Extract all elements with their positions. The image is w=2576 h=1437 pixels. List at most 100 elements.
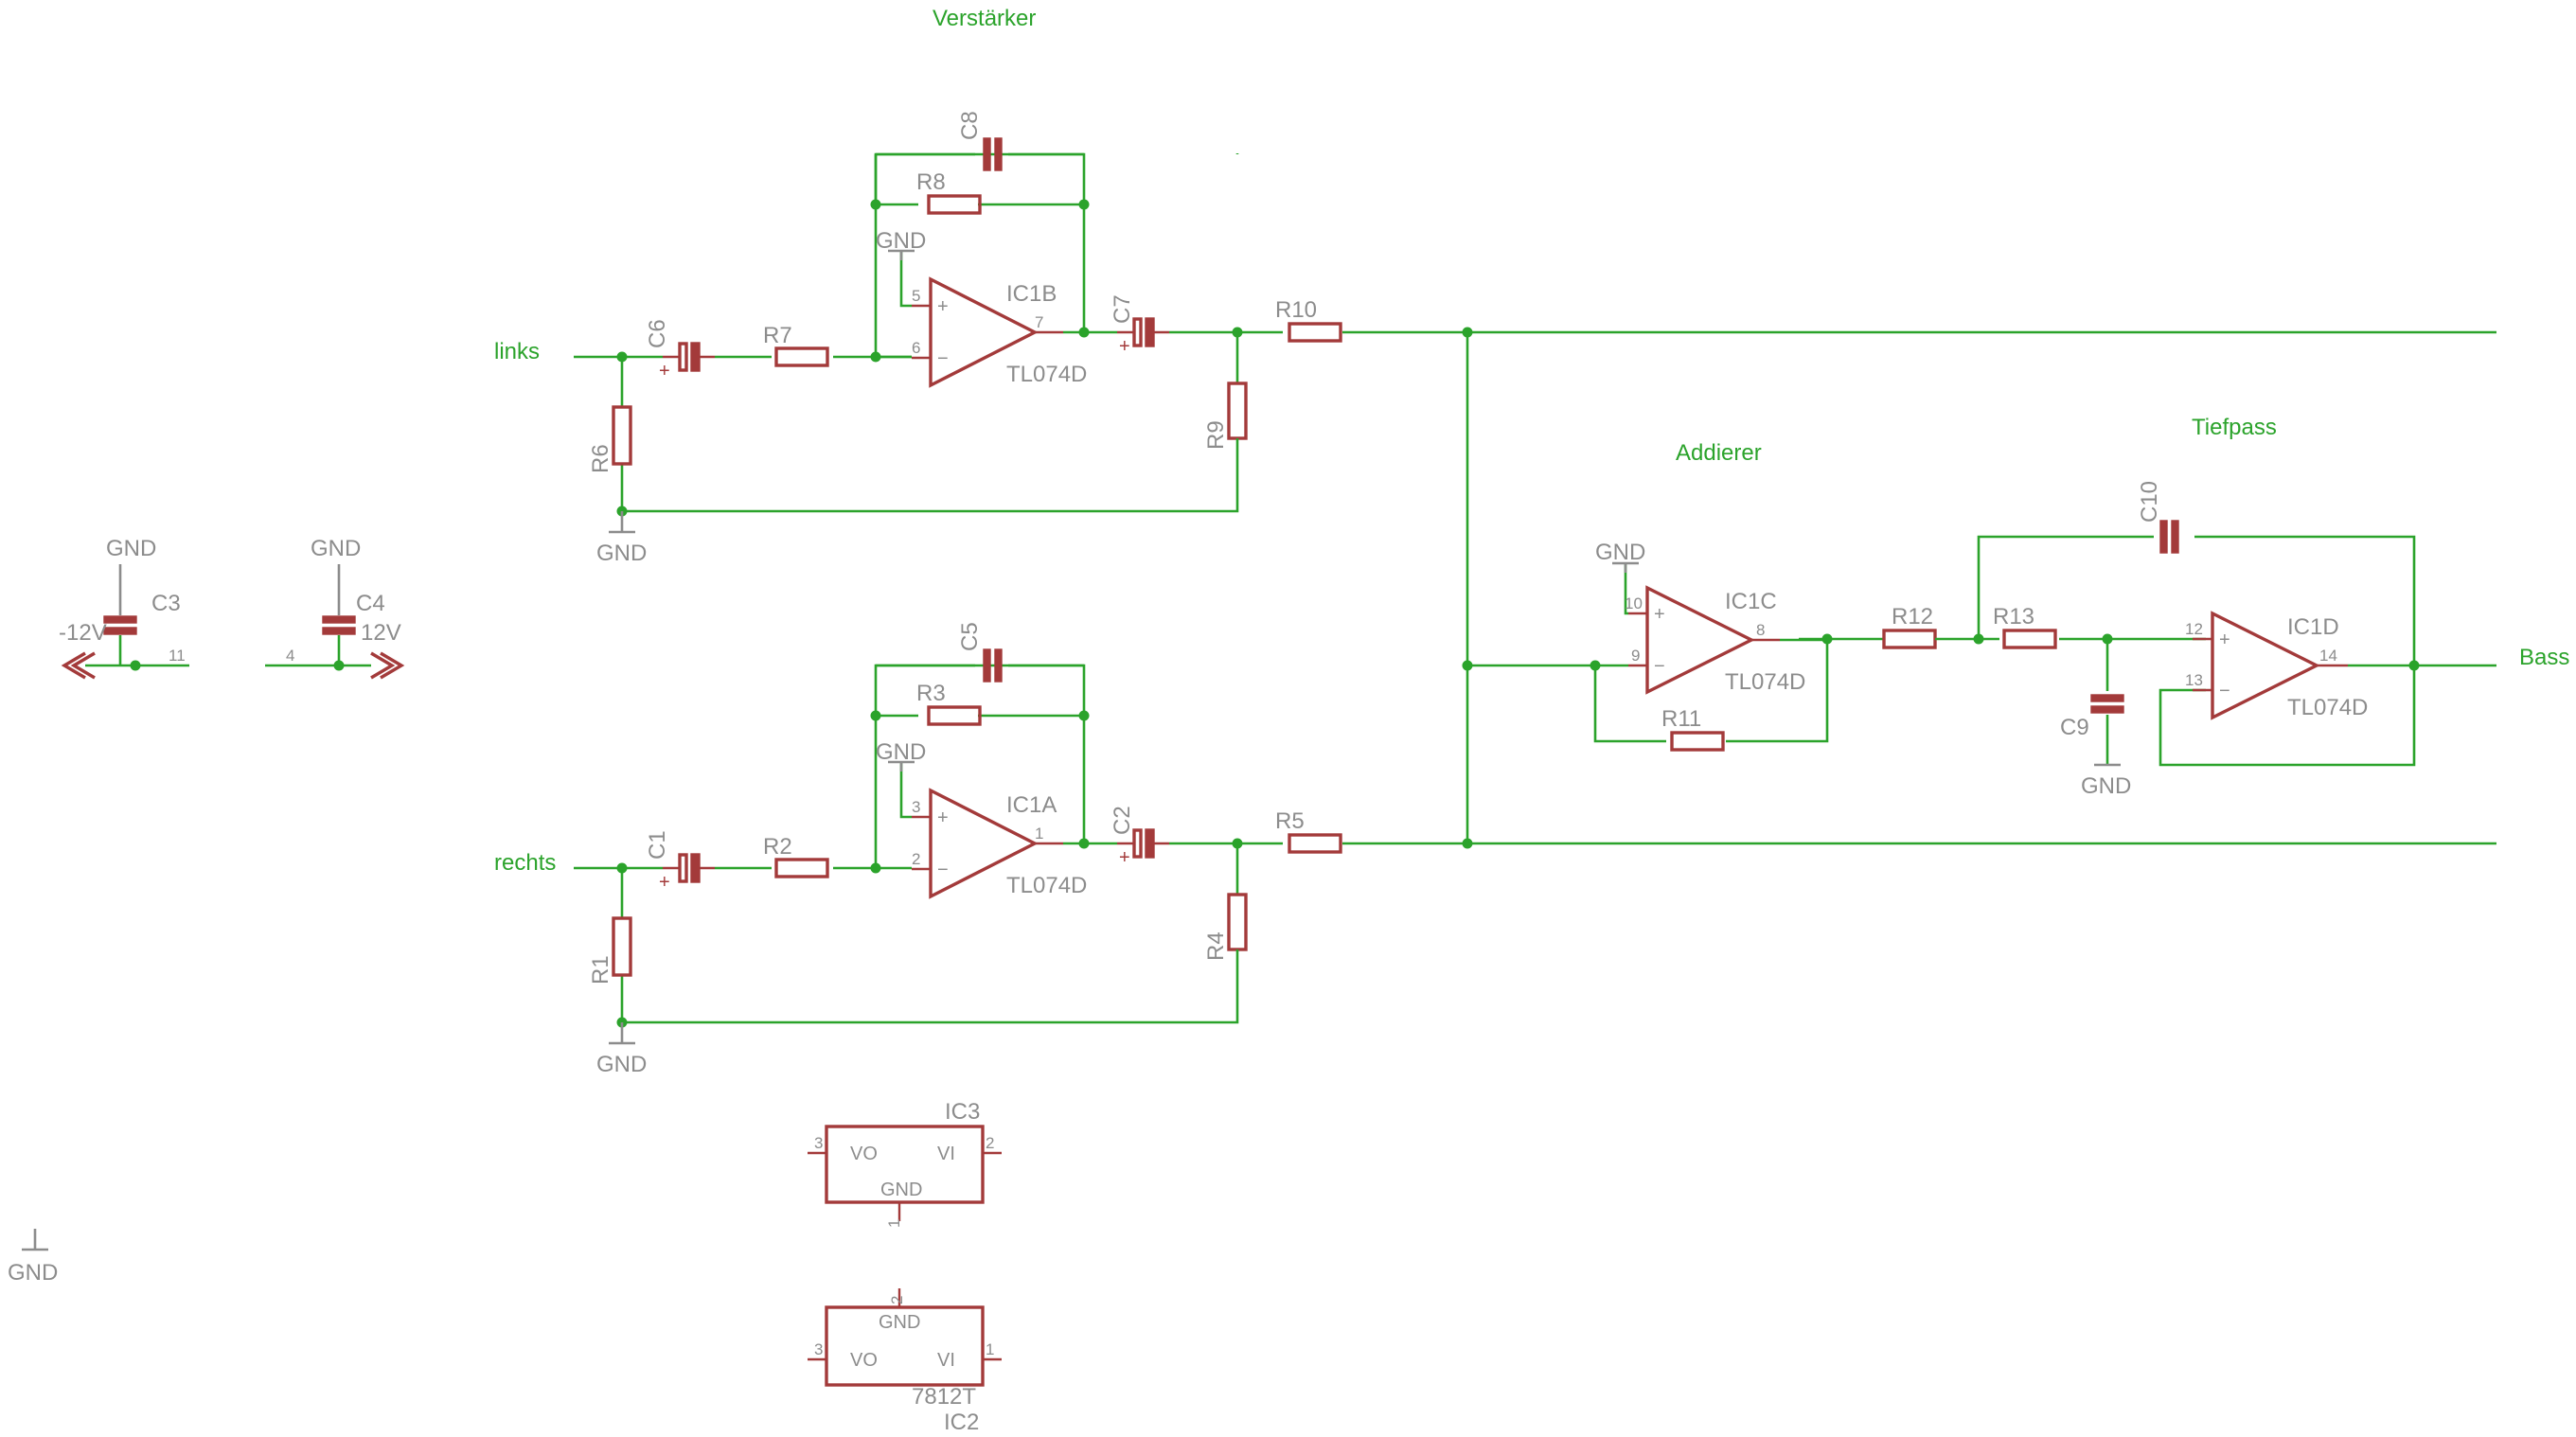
- capacitor-c6: + C6: [645, 319, 715, 381]
- gnd-symbol: GND: [876, 228, 926, 260]
- regulator-value: 7812T: [912, 1384, 976, 1410]
- net-label-pos-supply: 12V: [361, 620, 401, 646]
- opamp-value: TL074D: [1006, 873, 1087, 898]
- label-r7: R7: [763, 323, 792, 348]
- net-label-left-input: links: [494, 339, 540, 364]
- resistor-r7: R7: [763, 323, 829, 367]
- resistor-r5: R5: [1275, 808, 1342, 854]
- resistor-r1: R1: [588, 916, 632, 985]
- opamp-ic1a: + − 3 2 1 IC1A TL074D: [912, 788, 1087, 899]
- svg-text:7: 7: [1035, 313, 1043, 331]
- svg-text:VI: VI: [937, 1350, 955, 1371]
- wire: [899, 251, 912, 308]
- junction: [1078, 327, 1090, 338]
- opamp-ic1b: + − 5 6 7 IC1B TL074D: [912, 276, 1087, 388]
- resistor-r8: R8: [916, 169, 982, 215]
- svg-text:12: 12: [2185, 620, 2203, 638]
- regulator-name: IC3: [945, 1099, 980, 1125]
- svg-text:1: 1: [1035, 825, 1043, 843]
- resistor-r13: R13: [1993, 604, 2057, 649]
- svg-text:+: +: [937, 807, 949, 828]
- svg-text:3: 3: [912, 798, 920, 816]
- gnd-label: GND: [311, 536, 361, 561]
- label-r2: R2: [763, 834, 792, 860]
- label-c5: C5: [957, 622, 983, 651]
- svg-text:1: 1: [885, 1219, 903, 1228]
- svg-text:−: −: [2219, 681, 2230, 701]
- capacitor-c9: C9: [2060, 694, 2124, 740]
- opamp-ic1d: + − 12 13 14 IC1D TL074D: [2185, 611, 2368, 720]
- label-r4: R4: [1203, 931, 1229, 961]
- adder-stage: + − 10 9 8 IC1C TL074D GND R11 R12: [1467, 540, 1937, 752]
- label-c3: C3: [151, 591, 181, 616]
- label-r11: R11: [1661, 706, 1701, 732]
- opamp-name: IC1A: [1006, 792, 1057, 818]
- svg-text:11: 11: [169, 647, 186, 665]
- opamp-name: IC1C: [1725, 589, 1777, 614]
- svg-text:VI: VI: [937, 1144, 955, 1164]
- supply-neg: GND C3 -12V 11: [59, 536, 189, 680]
- svg-text:VO: VO: [850, 1350, 878, 1371]
- svg-text:13: 13: [2185, 671, 2203, 689]
- resistor-r3: R3: [916, 681, 982, 726]
- resistor-r9: R9: [1203, 381, 1248, 469]
- section-title-lowpass: Tiefpass: [2192, 415, 2277, 440]
- gnd-label: GND: [876, 739, 926, 765]
- lowpass-stage: R13 C10 C9 GND + − 12 13 14 IC1D TL0: [1935, 481, 2569, 799]
- wire: [874, 154, 918, 206]
- svg-text:4: 4: [286, 647, 294, 665]
- gnd-label: GND: [1595, 540, 1645, 565]
- resistor-r2: R2: [763, 834, 829, 878]
- supply-pos: GND C4 12V 4: [265, 536, 405, 680]
- svg-text:+: +: [1119, 336, 1130, 357]
- resistor-r10: R10: [1275, 297, 1342, 343]
- svg-text:1: 1: [986, 1340, 994, 1358]
- left-channel-amplifier: links + C6: [494, 111, 2496, 566]
- gnd-symbol: GND: [876, 739, 926, 772]
- label-r6: R6: [588, 444, 613, 473]
- label-r9: R9: [1203, 420, 1229, 450]
- svg-text:+: +: [1119, 847, 1130, 868]
- gnd-label: GND: [2081, 773, 2131, 799]
- label-r13: R13: [1993, 604, 2034, 630]
- gnd-label: GND: [106, 536, 156, 561]
- junction: [616, 351, 628, 363]
- svg-text:+: +: [937, 296, 949, 317]
- label-c7: C7: [1110, 294, 1135, 324]
- label-r10: R10: [1275, 297, 1317, 323]
- label-c6: C6: [645, 319, 670, 348]
- section-title-adder: Addierer: [1676, 440, 1762, 466]
- svg-text:5: 5: [912, 287, 920, 305]
- label-r12: R12: [1892, 604, 1933, 630]
- wire: [622, 469, 1239, 513]
- svg-text:2: 2: [912, 850, 920, 868]
- resistor-r4: R4: [1203, 893, 1248, 980]
- wire: [874, 152, 1086, 357]
- opamp-value: TL074D: [1725, 669, 1805, 695]
- gnd-label: GND: [596, 541, 647, 566]
- label-r1: R1: [588, 955, 613, 985]
- opamp-name: IC1D: [2287, 614, 2339, 640]
- section-title-amplifier: Verstärker: [933, 6, 1036, 31]
- junction: [1078, 199, 1090, 210]
- regulator-ic2: 3 1 2 VO VI GND 7812T IC2: [808, 1288, 1002, 1435]
- svg-text:VO: VO: [850, 1144, 878, 1164]
- net-label-right-input: rechts: [494, 850, 556, 876]
- capacitor-c10: C10: [2137, 481, 2179, 554]
- opamp-value: TL074D: [2287, 695, 2368, 720]
- right-channel-amplifier: rechts + C1: [494, 622, 2496, 1077]
- svg-text:3: 3: [814, 1134, 823, 1152]
- opamp-ic1c: + − 10 9 8 IC1C TL074D: [1625, 585, 1805, 695]
- svg-text:3: 3: [814, 1340, 823, 1358]
- gnd-symbol: GND: [2081, 763, 2131, 799]
- svg-text:2: 2: [888, 1296, 906, 1304]
- regulator-name: IC2: [944, 1410, 979, 1435]
- svg-text:+: +: [1654, 604, 1665, 625]
- label-c8: C8: [957, 111, 983, 140]
- svg-text:+: +: [2219, 630, 2230, 650]
- opamp-value: TL074D: [1006, 362, 1087, 387]
- capacitor-c7: + C7: [1110, 294, 1169, 357]
- svg-text:+: +: [659, 361, 670, 381]
- label-r8: R8: [916, 169, 946, 195]
